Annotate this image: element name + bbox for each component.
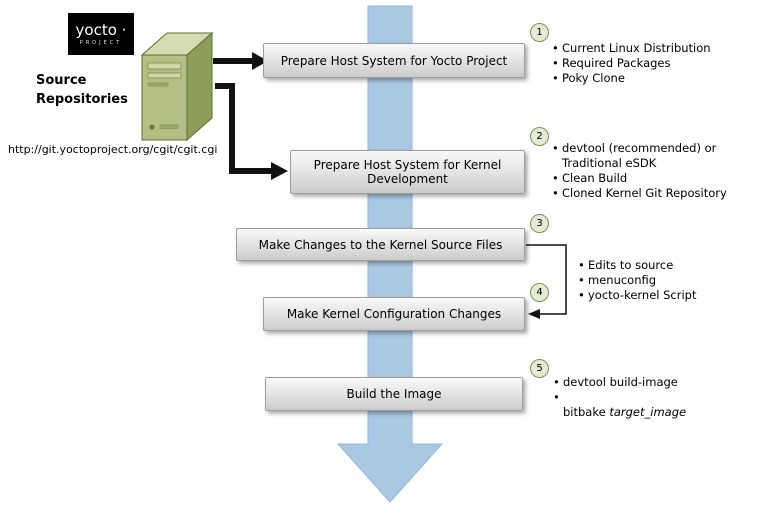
arrow-to-step2 bbox=[215, 83, 288, 180]
arrow-to-step1 bbox=[213, 52, 268, 70]
bullet-text-italic: target_image bbox=[609, 405, 687, 419]
step-box-5-label: Build the Image bbox=[346, 387, 442, 401]
bullet-item: Required Packages bbox=[550, 56, 765, 71]
step-number-2: 2 bbox=[530, 127, 549, 146]
step-box-3-label: Make Changes to the Kernel Source Files bbox=[258, 237, 503, 252]
source-repositories-label: Source Repositories bbox=[36, 73, 128, 107]
step-number-5: 5 bbox=[530, 359, 549, 378]
bullet-item: yocto-kernel Script bbox=[576, 288, 761, 303]
source-repositories-url: http://git.yoctoproject.org/cgit/cgit.cg… bbox=[8, 143, 218, 156]
step5-bullets: devtool build-image bitbake target_image bbox=[551, 375, 766, 420]
step-box-2: Prepare Host System for Kernel Developme… bbox=[290, 150, 525, 194]
step-box-3: Make Changes to the Kernel Source Files bbox=[236, 228, 525, 261]
bullet-text: bitbake bbox=[563, 405, 610, 419]
step2-bullets: devtool (recommended) or Traditional eSD… bbox=[550, 141, 765, 201]
yocto-logo: yocto · PROJECT bbox=[68, 13, 134, 55]
bullet-item: Cloned Kernel Git Repository bbox=[550, 186, 765, 201]
bullet-item: devtool build-image bbox=[551, 375, 766, 390]
step1-bullets: Current Linux Distribution Required Pack… bbox=[550, 41, 765, 86]
bullet-item: menuconfig bbox=[576, 273, 761, 288]
bullet-item: Edits to source bbox=[576, 258, 761, 273]
step-box-1-label: Prepare Host System for Yocto Project bbox=[280, 53, 508, 68]
bullet-item: devtool (recommended) or Traditional eSD… bbox=[550, 141, 765, 171]
step-number-1: 1 bbox=[530, 23, 549, 42]
computer-icon bbox=[140, 31, 214, 142]
yocto-logo-subtext: PROJECT bbox=[79, 40, 123, 46]
step-box-2-label: Prepare Host System for Kernel Developme… bbox=[313, 158, 502, 186]
step-box-1: Prepare Host System for Yocto Project bbox=[263, 43, 525, 78]
shared-bullets-3-4: Edits to source menuconfig yocto-kernel … bbox=[576, 258, 761, 303]
step-box-4-label: Make Kernel Configuration Changes bbox=[286, 307, 502, 321]
step-number-4: 4 bbox=[530, 283, 549, 302]
bullet-item: Current Linux Distribution bbox=[550, 41, 765, 56]
step-number-3: 3 bbox=[530, 214, 549, 233]
bullet-item: Poky Clone bbox=[550, 71, 765, 86]
step-box-4: Make Kernel Configuration Changes bbox=[263, 297, 525, 331]
bracket-steps-3-4 bbox=[526, 244, 567, 319]
bullet-item: Clean Build bbox=[550, 171, 765, 186]
bullet-item: bitbake target_image bbox=[551, 390, 766, 420]
step-box-5: Build the Image bbox=[265, 377, 523, 411]
yocto-logo-text: yocto · bbox=[75, 21, 127, 39]
